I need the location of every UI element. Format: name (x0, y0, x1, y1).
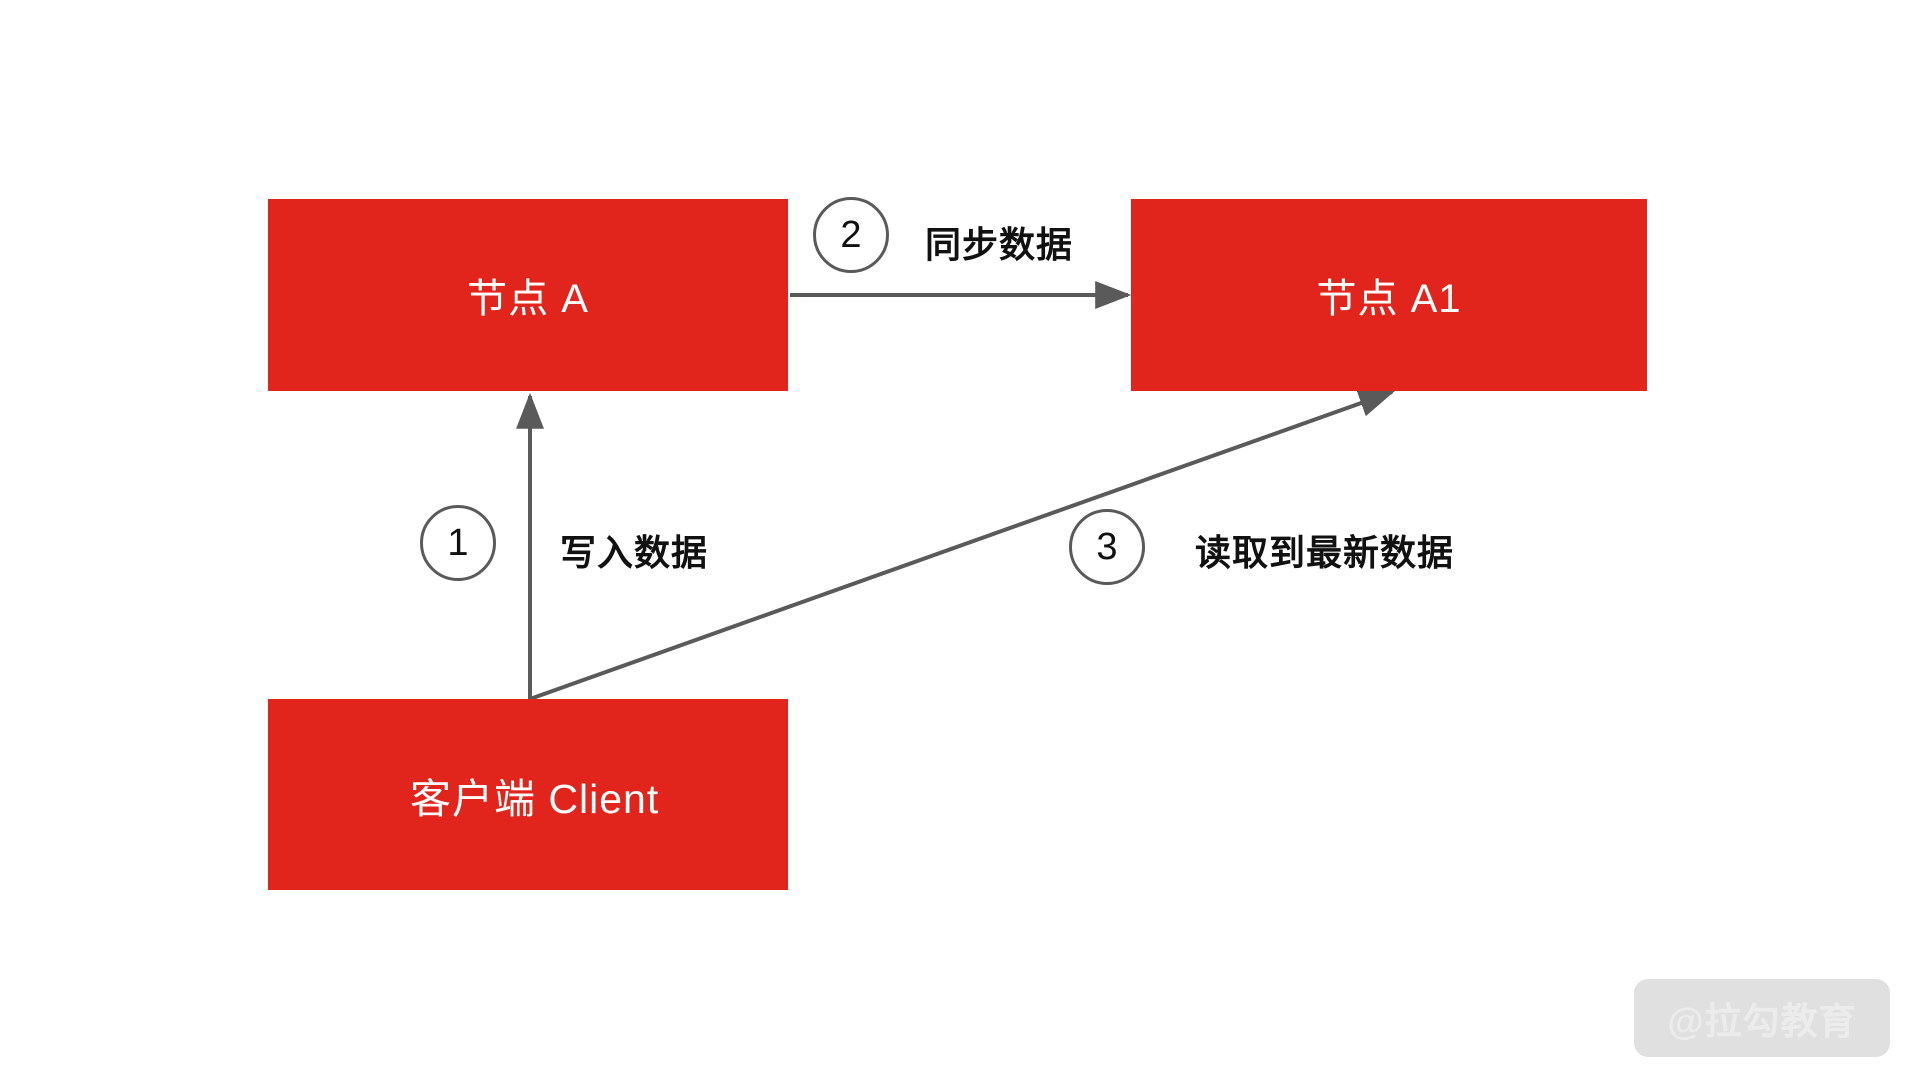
watermark-badge: @拉勾教育 (1634, 979, 1890, 1057)
step-marker-3: 3 (1069, 509, 1145, 585)
step-marker-1: 1 (420, 505, 496, 581)
step-marker-3-number: 3 (1096, 525, 1118, 568)
step-marker-1-number: 1 (447, 521, 469, 564)
node-a1-label: 节点 A1 (1316, 277, 1462, 321)
step-marker-2: 2 (813, 197, 889, 273)
node-box-client[interactable]: 客户端 Client (268, 699, 788, 890)
step-marker-2-number: 2 (840, 213, 862, 256)
node-a-label: 节点 A (467, 277, 589, 321)
edge-label-read: 读取到最新数据 (1195, 532, 1455, 573)
edge-label-sync: 同步数据 (925, 224, 1074, 265)
node-box-a1[interactable]: 节点 A1 (1131, 199, 1647, 391)
node-box-a[interactable]: 节点 A (268, 199, 788, 391)
watermark-text: @拉勾教育 (1667, 1001, 1857, 1042)
node-client-label: 客户端 Client (410, 775, 660, 822)
edge-label-write: 写入数据 (560, 532, 709, 573)
